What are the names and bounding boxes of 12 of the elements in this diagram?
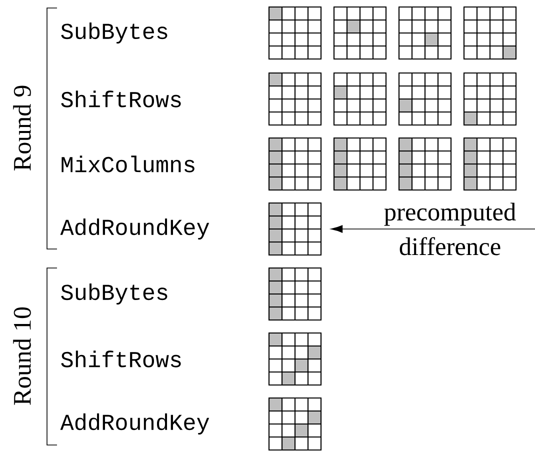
operation-label: MixColumns bbox=[62, 156, 194, 172]
round-label: Round 9 bbox=[13, 86, 31, 171]
operation-label: SubBytes bbox=[61, 283, 168, 305]
operation-label: SubBytes bbox=[61, 22, 168, 44]
operation-label: ShiftRows bbox=[61, 350, 181, 368]
state-grid bbox=[268, 202, 322, 256]
operation-label: AddRoundKey bbox=[60, 218, 210, 240]
arrow bbox=[330, 225, 535, 233]
operation-label: ShiftRows bbox=[61, 90, 181, 108]
note-text: precomputed difference bbox=[384, 202, 516, 256]
round-label: Round 10 bbox=[13, 307, 31, 405]
operation-label: AddRoundKey bbox=[60, 413, 210, 435]
